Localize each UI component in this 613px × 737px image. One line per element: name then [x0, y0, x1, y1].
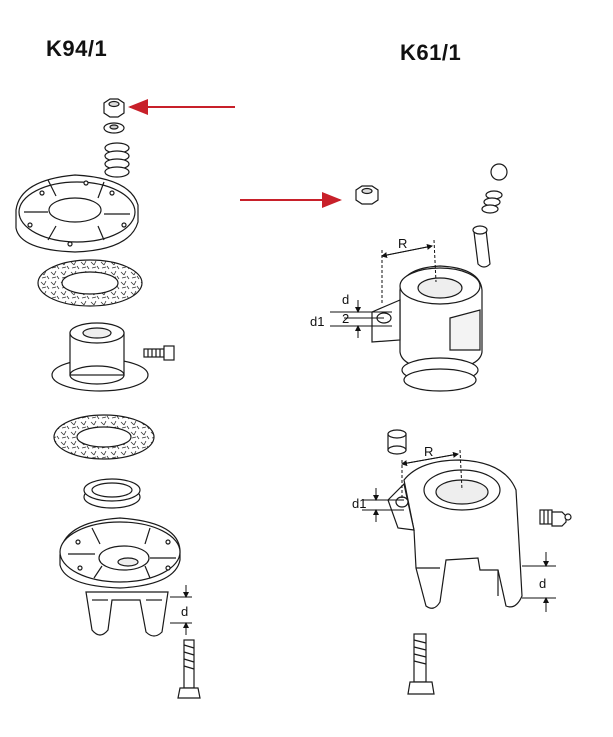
- bolt-k94: [177, 639, 201, 699]
- label-2-upper: 2: [342, 311, 349, 326]
- dimension-d1-lower: [362, 488, 404, 522]
- bolt-k61: [407, 633, 435, 695]
- flange-plate-top: [15, 174, 139, 253]
- bushing-ring: [83, 478, 141, 509]
- title-k94-1: K94/1: [46, 36, 108, 61]
- washer-k94: [103, 122, 125, 134]
- label-d-upper: d: [342, 292, 349, 307]
- hub-body-upper: [371, 265, 483, 392]
- dimension-R-lower: [401, 449, 463, 500]
- label-d-k94: d: [181, 604, 188, 619]
- yoke-body-lower: [387, 459, 523, 609]
- flange-plate-bottom: [59, 517, 181, 589]
- small-bushing: [387, 429, 407, 455]
- grease-nipple: [539, 509, 572, 527]
- label-d1-lower: d1: [352, 496, 366, 511]
- label-R-lower: R: [424, 444, 433, 459]
- yoke-k94: [85, 591, 169, 637]
- spring-k94: [104, 142, 130, 178]
- title-k61-1: K61/1: [400, 40, 462, 65]
- nut-k94: [103, 98, 125, 118]
- label-R-upper: R: [398, 236, 407, 251]
- friction-disc-bottom: [53, 414, 155, 460]
- ball-spring-pin: [472, 163, 508, 268]
- friction-disc-top: [37, 259, 143, 307]
- label-d1-upper: d1: [310, 314, 324, 329]
- label-d-lower: d: [539, 576, 546, 591]
- dimension-R-upper: [381, 239, 437, 305]
- k61-assembly: [355, 163, 572, 695]
- dimension-d-d1-upper: [330, 300, 392, 338]
- dimension-d-k94: [170, 585, 192, 635]
- set-screw: [143, 345, 175, 361]
- nut-k61: [355, 185, 379, 205]
- hub-k94: [51, 322, 149, 392]
- dimension-d-lower: [522, 552, 556, 612]
- k94-assembly: [15, 98, 201, 699]
